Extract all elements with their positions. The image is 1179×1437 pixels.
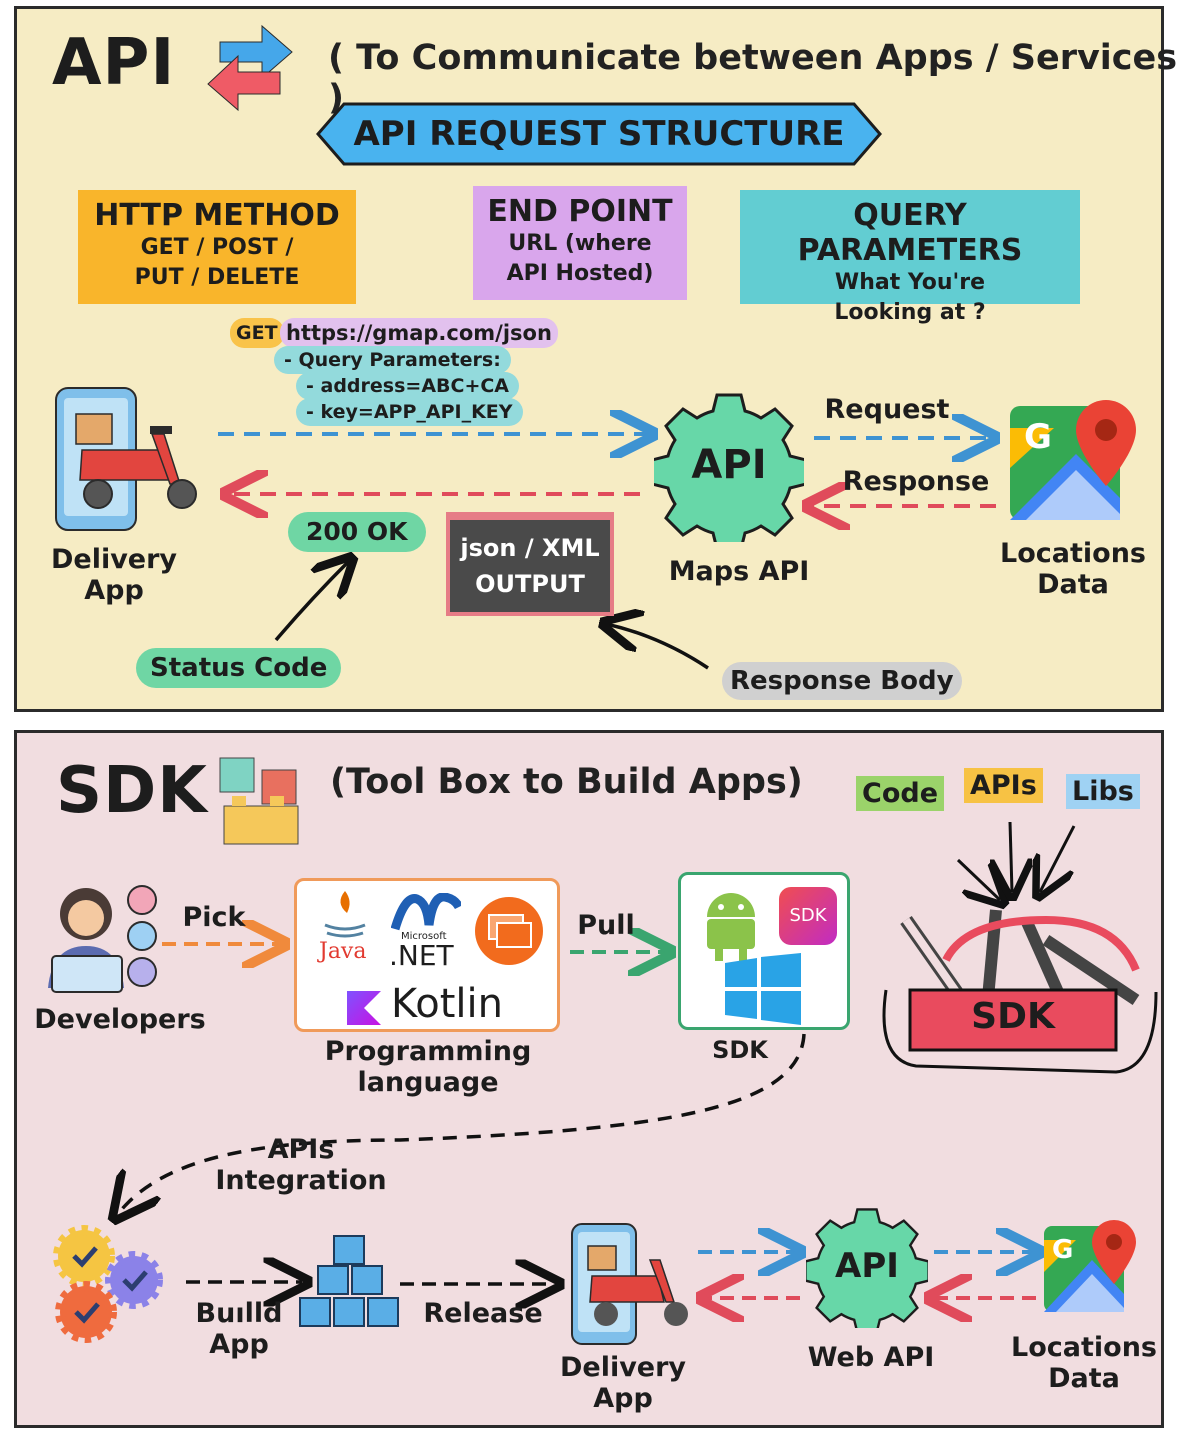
- card-heading: QUERY PARAMETERS: [797, 198, 1023, 268]
- pick-label: Pick: [182, 902, 246, 933]
- sdk-app-badge: SDK: [779, 887, 837, 945]
- label-line: language: [357, 1067, 499, 1098]
- delivery-app-label: Delivery App: [36, 544, 192, 606]
- label-line: APIs: [267, 1134, 335, 1165]
- programming-language-label: Programming language: [318, 1036, 538, 1098]
- label-line: Delivery: [559, 1352, 687, 1383]
- microsoft-label: Microsoft: [401, 931, 447, 942]
- sdk-label: SDK: [712, 1036, 768, 1064]
- output-screen: json / XML OUTPUT: [450, 520, 610, 612]
- output-line: OUTPUT: [475, 570, 585, 598]
- card-line: GET / POST /: [140, 235, 294, 260]
- card-line: API Hosted): [506, 261, 654, 286]
- label-line: Data: [1037, 569, 1109, 600]
- maps-api-label: Maps API: [668, 556, 810, 587]
- delivery-app-label: Delivery App: [548, 1352, 698, 1414]
- office-icon: [475, 897, 543, 965]
- api-gear-text: API: [691, 442, 767, 488]
- web-api-gear-text: API: [835, 1246, 899, 1286]
- release-label: Release: [423, 1298, 543, 1329]
- svg-text:G: G: [1052, 1235, 1073, 1265]
- cubes-icon: [299, 1235, 399, 1327]
- sdk-platforms-box: SDK: [678, 872, 850, 1030]
- libs-tag: Libs: [1066, 774, 1140, 809]
- dotnet-icon: [391, 893, 461, 931]
- card-line: URL (where: [508, 231, 652, 256]
- android-icon: [707, 893, 755, 961]
- java-icon: [324, 891, 366, 938]
- svg-text:G: G: [1024, 417, 1052, 457]
- banner-text: API REQUEST STRUCTURE: [353, 114, 845, 154]
- google-maps-icon: G: [1044, 1220, 1136, 1312]
- status-200-ok-pill: 200 OK: [288, 512, 426, 552]
- web-api-gear-icon: [806, 1208, 928, 1328]
- card-line: What You're: [834, 270, 986, 295]
- request-label: Request: [824, 394, 950, 425]
- response-body-pill: Response Body: [722, 662, 962, 700]
- end-point-card: END POINT URL (where API Hosted): [473, 186, 687, 300]
- query-params-pill: - Query Parameters:: [274, 346, 511, 374]
- pull-label: Pull: [577, 910, 635, 941]
- label-line: App: [593, 1383, 653, 1414]
- label-line: Data: [1048, 1363, 1120, 1394]
- http-method-pill: GET: [230, 318, 284, 348]
- status-code-pointer: [274, 560, 350, 642]
- api-request-structure-banner: API REQUEST STRUCTURE: [314, 100, 884, 168]
- card-heading: END POINT: [487, 194, 673, 229]
- label-line: App: [209, 1329, 269, 1360]
- sdk-title: SDK: [56, 754, 208, 828]
- locations-data-label: Locations Data: [1006, 1332, 1162, 1394]
- card-line: Looking at ?: [834, 300, 986, 325]
- status-code-pill: Status Code: [136, 648, 342, 688]
- programming-languages-box: Java Microsoft .NET Kotlin: [294, 878, 560, 1032]
- output-line: json / XML: [460, 534, 600, 562]
- developer-icon: [48, 885, 157, 993]
- json-xml-output-box: json / XML OUTPUT: [446, 512, 614, 616]
- label-line: Integration: [215, 1165, 387, 1196]
- endpoint-url-pill: https://gmap.com/json: [280, 318, 558, 348]
- locations-data-label: Locations Data: [992, 538, 1154, 600]
- java-label: Java: [319, 939, 367, 964]
- query-parameters-card: QUERY PARAMETERS What You're Looking at …: [740, 190, 1080, 325]
- api-gear-icon: [654, 393, 804, 542]
- dotnet-label: .NET: [389, 939, 454, 972]
- sdk-subtitle: (Tool Box to Build Apps): [330, 762, 803, 802]
- query-param-key: - key=APP_API_KEY: [296, 398, 523, 426]
- developers-label: Developers: [34, 1004, 206, 1035]
- google-maps-icon: G: [1010, 400, 1136, 520]
- code-tag: Code: [856, 776, 945, 811]
- api-title: API: [52, 26, 176, 100]
- kotlin-icon: [347, 991, 381, 1025]
- building-blocks-icon: [219, 757, 299, 845]
- label-line: App: [84, 575, 144, 606]
- response-label: Response: [842, 466, 990, 497]
- exchange-arrows-icon: [207, 24, 293, 112]
- apis-integration-label: APIs Integration: [206, 1134, 396, 1196]
- label-line: Locations: [1011, 1332, 1157, 1363]
- api-flow-arrows: [218, 0, 1179, 670]
- label-line: Programming: [324, 1036, 532, 1067]
- kotlin-label: Kotlin: [391, 981, 503, 1027]
- query-param-address: - address=ABC+CA: [296, 372, 520, 400]
- card-line: PUT / DELETE: [134, 265, 300, 290]
- delivery-scooter-icon: [55, 387, 197, 531]
- toolbox-label: SDK: [971, 996, 1055, 1037]
- sdk-toolbox-icon: [882, 909, 1158, 1074]
- apis-tag: APIs: [964, 768, 1043, 803]
- delivery-scooter-icon: [571, 1223, 688, 1345]
- card-heading: HTTP METHOD: [94, 198, 340, 233]
- label-line: Delivery: [50, 544, 178, 575]
- windows-icon: [725, 953, 801, 1025]
- web-api-label: Web API: [807, 1342, 935, 1373]
- build-app-label: Buılld App: [180, 1298, 298, 1360]
- http-method-card: HTTP METHOD GET / POST / PUT / DELETE: [78, 190, 356, 304]
- label-line: Buılld: [195, 1298, 283, 1329]
- label-line: Locations: [1000, 538, 1146, 569]
- sdk-badge-text: SDK: [789, 905, 827, 926]
- api-subtitle: ( To Communicate between Apps / Services…: [328, 38, 1178, 118]
- settings-gears-icon: [53, 1225, 163, 1343]
- response-body-pointer: [606, 624, 709, 670]
